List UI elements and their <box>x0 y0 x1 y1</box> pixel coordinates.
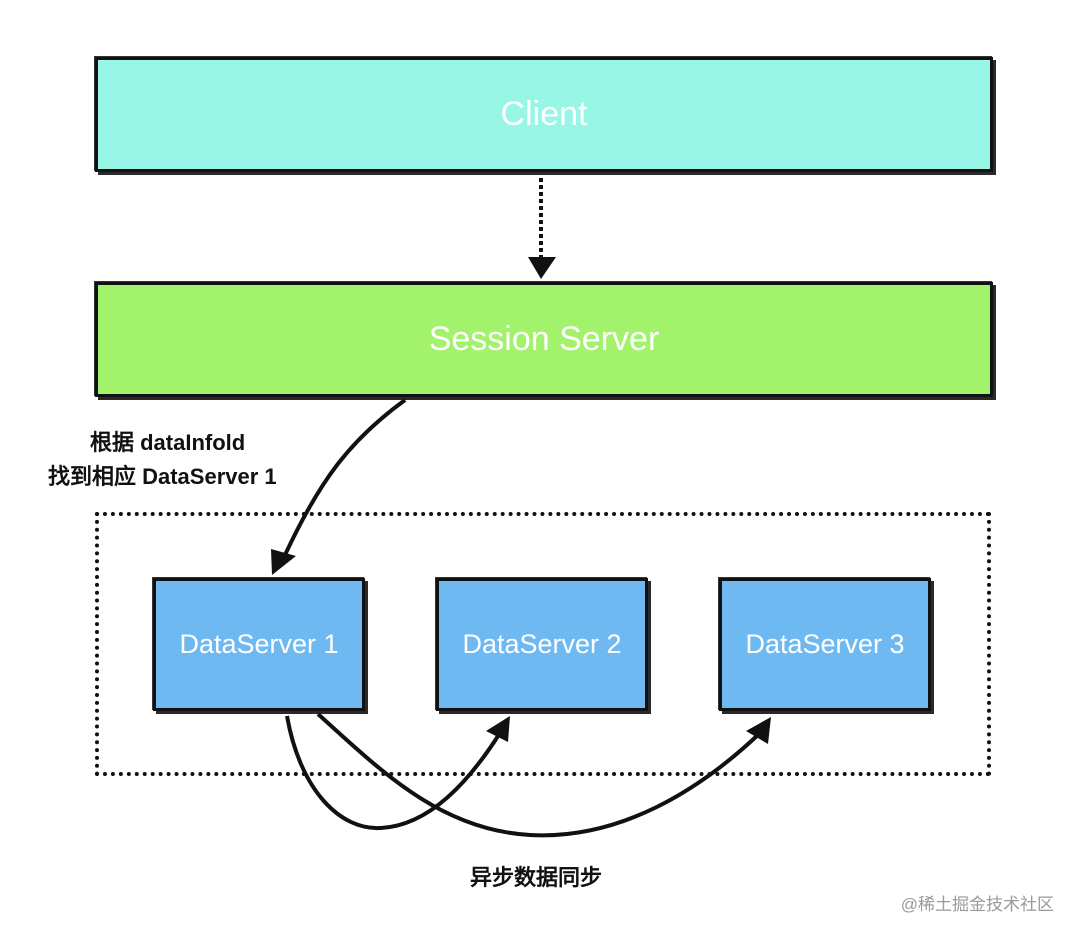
dataserver-3-node: DataServer 3 <box>719 578 931 711</box>
dataserver-1-node: DataServer 1 <box>153 578 365 711</box>
watermark: @稀土掘金技术社区 <box>900 895 1054 914</box>
dataserver-2-node: DataServer 2 <box>436 578 648 711</box>
client-label: Client <box>500 95 588 133</box>
session-server-label: Session Server <box>428 320 660 358</box>
sync-dataserver1-to-2-arrow <box>285 715 502 831</box>
session-server-node: Session Server <box>95 282 993 397</box>
dataserver-2-label: DataServer 2 <box>462 629 622 659</box>
sync-dataserver1-to-3-arrow <box>316 712 762 838</box>
dataserver-1-label: DataServer 1 <box>179 629 339 659</box>
client-to-session-arrowhead <box>528 257 556 279</box>
session-to-dataserver1-arrow <box>283 398 407 556</box>
route-note-line1: 根据 dataInfold <box>90 430 246 455</box>
sync-dataserver1-to-3-arrowhead <box>746 717 771 744</box>
async-sync-label: 异步数据同步 <box>470 865 603 890</box>
sync-dataserver1-to-2-arrowhead <box>486 716 510 742</box>
client-node: Client <box>95 57 993 172</box>
route-note-line2: 找到相应 DataServer 1 <box>48 464 277 489</box>
dataserver-3-label: DataServer 3 <box>745 629 905 659</box>
dataserver-group-boundary <box>95 512 991 776</box>
session-to-dataserver1-arrowhead <box>271 549 296 575</box>
